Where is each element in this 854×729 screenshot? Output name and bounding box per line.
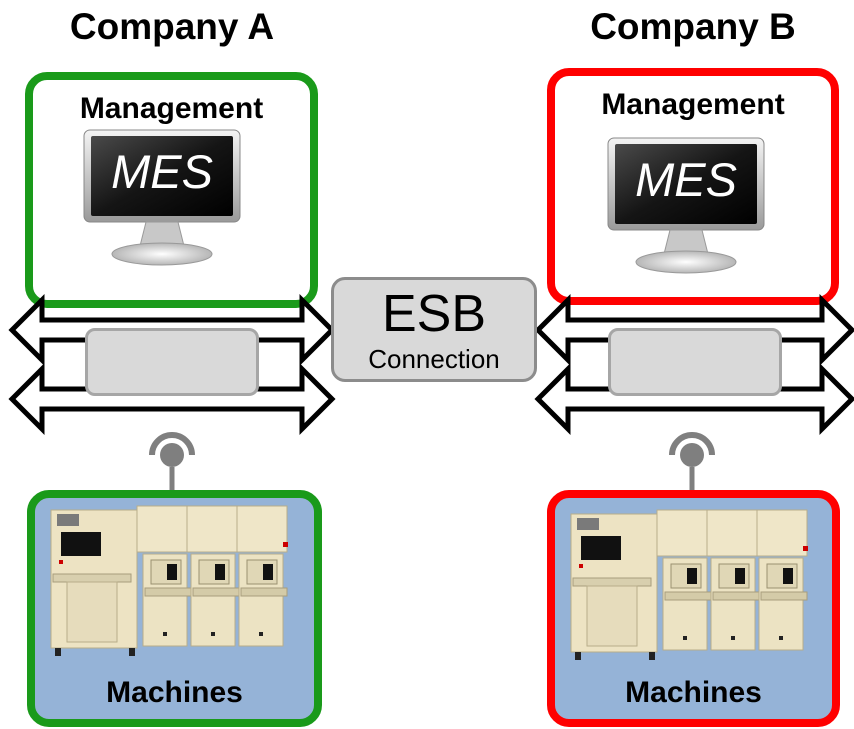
esb-title: ESB bbox=[381, 285, 487, 343]
esb-connection-box: ESB Connection bbox=[331, 277, 537, 382]
factory-machines-illustration bbox=[570, 509, 808, 660]
company-a-mes-label: MES bbox=[111, 145, 213, 198]
company-a-title: Company A bbox=[69, 6, 275, 47]
double-arrow-icon bbox=[8, 362, 336, 436]
esb-subtitle: Connection bbox=[368, 344, 500, 374]
company-b-machines-label: Machines bbox=[625, 676, 762, 709]
company-b-mes-label: MES bbox=[635, 153, 737, 206]
company-b-management-box bbox=[547, 68, 839, 305]
company-a-bus-block bbox=[85, 328, 259, 396]
company-a-management-box bbox=[25, 72, 318, 308]
double-arrow-icon bbox=[534, 362, 854, 436]
ball-socket-icon bbox=[149, 432, 195, 493]
company-b-title: Company B bbox=[590, 6, 796, 47]
ball-socket-icon bbox=[669, 432, 715, 493]
company-b-bus-block bbox=[608, 328, 782, 396]
company-a-machines-label: Machines bbox=[106, 676, 243, 709]
factory-machines-illustration bbox=[50, 505, 288, 656]
mes-monitor-icon bbox=[83, 129, 241, 266]
mes-monitor-icon bbox=[607, 137, 765, 274]
company-a-management-label: Management bbox=[79, 92, 264, 125]
company-b-management-label: Management bbox=[601, 88, 785, 121]
